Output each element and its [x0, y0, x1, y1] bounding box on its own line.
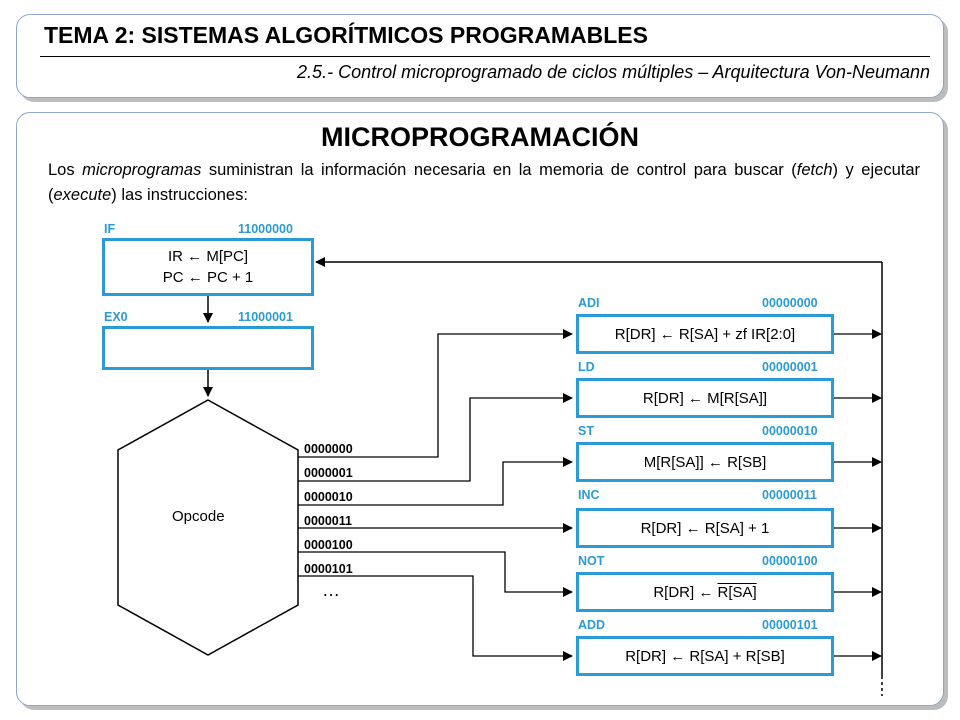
ld-state-address: 00000001: [762, 360, 818, 374]
ex0-state-address: 11000001: [238, 310, 293, 324]
st-state-name: ST: [578, 424, 594, 438]
add-state-name: ADD: [578, 618, 606, 632]
intro-text-2: suministran la información necesaria en …: [201, 161, 797, 179]
wire-opcode-5: [298, 575, 573, 661]
ex0-state-box: [102, 326, 314, 370]
opcode-code-5: 0000101: [304, 562, 353, 576]
inc-operation: R[DR] ← R[SA] + 1: [640, 519, 770, 537]
ld-state-name: LD: [578, 360, 595, 374]
not-operation: R[DR] ← R[SA]: [653, 582, 756, 603]
not-state-address: 00000100: [762, 554, 818, 568]
intro-paragraph: Los microprogramas suministran la inform…: [48, 158, 920, 208]
opcode-code-1: 0000001: [304, 466, 353, 480]
st-state-address: 00000010: [762, 424, 818, 438]
opcode-code-0: 0000000: [304, 442, 353, 456]
opcode-label: Opcode: [172, 508, 225, 525]
not-state-box: R[DR] ← R[SA]: [576, 572, 834, 612]
inc-state-address: 00000011: [762, 488, 817, 502]
adi-state-box: R[DR] ← R[SA] + zf IR[2:0]: [576, 314, 834, 354]
slide-subtitle: 2.5.- Control microprogramado de ciclos …: [297, 62, 930, 82]
ex0-state-name: EX0: [104, 310, 128, 324]
st-state-box: M[R[SA]] ← R[SB]: [576, 442, 834, 482]
adi-state-name: ADI: [578, 296, 600, 310]
slide-title: TEMA 2: SISTEMAS ALGORÍTMICOS PROGRAMABL…: [44, 22, 648, 48]
opcode-code-2: 0000010: [304, 490, 353, 504]
opcode-hexagon: [117, 399, 299, 656]
intro-text-3: ) y ejecutar (: [48, 161, 921, 204]
if-op-line-2: PC ← PC + 1: [162, 269, 254, 286]
opcode-code-4: 0000100: [304, 538, 353, 552]
not-operation-operand: R[SA]: [717, 583, 757, 601]
adi-state-address: 00000000: [762, 296, 818, 310]
not-operation-prefix: R[DR] ←: [653, 583, 718, 601]
add-state-box: R[DR] ← R[SA] + R[SB]: [576, 636, 834, 676]
ld-operation: R[DR] ← M[R[SA]]: [642, 389, 768, 407]
if-state-box: IR ← M[PC] PC ← PC + 1: [102, 238, 314, 296]
adi-operation: R[DR] ← R[SA] + zf IR[2:0]: [614, 325, 796, 343]
wire-opcode-2: [298, 457, 573, 506]
wire-opcode-0: [298, 329, 573, 458]
section-heading: MICROPROGRAMACIÓN: [321, 122, 639, 152]
wire-opcode-1: [298, 393, 573, 482]
intro-em-fetch: fetch: [796, 161, 833, 179]
intro-em-execute: execute: [53, 186, 112, 204]
title-divider: [40, 56, 930, 57]
if-state-name: IF: [104, 222, 116, 236]
ld-state-box: R[DR] ← M[R[SA]]: [576, 378, 834, 418]
opcode-code-3: 0000011: [304, 514, 352, 528]
wire-opcode-4: [298, 551, 573, 597]
intro-text-1: Los: [48, 161, 83, 179]
add-operation: R[DR] ← R[SA] + R[SB]: [625, 647, 785, 665]
if-op-line-1: IR ← M[PC]: [167, 248, 248, 265]
st-operation: M[R[SA]] ← R[SB]: [643, 453, 767, 471]
not-state-name: NOT: [578, 554, 605, 568]
intro-em-microprogramas: microprogramas: [82, 161, 202, 179]
add-state-address: 00000101: [762, 618, 818, 632]
inc-state-name: INC: [578, 488, 600, 502]
opcode-ellipsis: …: [322, 580, 342, 600]
if-state-address: 11000000: [238, 222, 293, 236]
intro-text-4: ) las instrucciones:: [111, 186, 248, 204]
inc-state-box: R[DR] ← R[SA] + 1: [576, 508, 834, 548]
